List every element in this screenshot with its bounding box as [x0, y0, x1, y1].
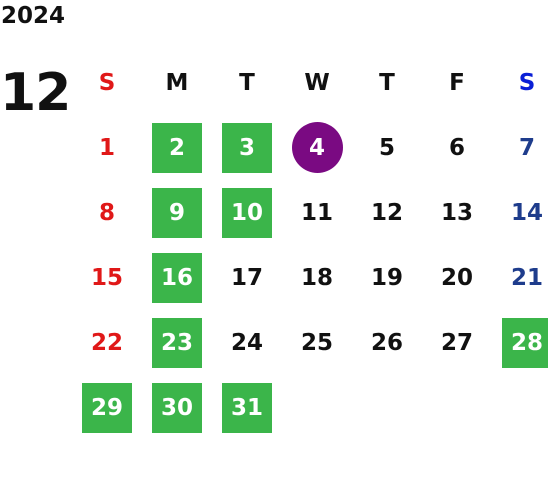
- highlight-marker: [152, 382, 202, 433]
- day-number: 22: [90, 329, 123, 356]
- weekday-header-thursday: T: [379, 69, 395, 96]
- highlight-marker: [502, 317, 548, 368]
- day-cell-3[interactable]: 3: [212, 115, 282, 180]
- day-cell-15[interactable]: 15: [72, 245, 142, 310]
- day-number: 11: [300, 199, 333, 226]
- highlight-marker: [152, 252, 202, 303]
- highlight-marker: [82, 382, 132, 433]
- day-number: 6: [448, 134, 465, 161]
- day-number: 2: [168, 134, 185, 161]
- day-cell-6[interactable]: 6: [422, 115, 492, 180]
- day-number: 9: [168, 199, 185, 226]
- weekday-header-saturday: S: [518, 69, 536, 96]
- day-number: 17: [230, 264, 263, 291]
- highlight-marker: [222, 187, 272, 238]
- day-number: 23: [160, 329, 193, 356]
- day-cell-7[interactable]: 7: [492, 115, 548, 180]
- day-cell-30[interactable]: 30: [142, 375, 212, 440]
- day-number: 27: [440, 329, 473, 356]
- day-number: 8: [98, 199, 115, 226]
- highlight-marker: [152, 317, 202, 368]
- day-cell-26[interactable]: 26: [352, 310, 422, 375]
- day-cell-11[interactable]: 11: [282, 180, 352, 245]
- day-cell-29[interactable]: 29: [72, 375, 142, 440]
- day-cell-2[interactable]: 2: [142, 115, 212, 180]
- day-number: 30: [160, 394, 193, 421]
- day-number: 15: [90, 264, 123, 291]
- day-cell-24[interactable]: 24: [212, 310, 282, 375]
- day-cell-9[interactable]: 9: [142, 180, 212, 245]
- day-number: 13: [440, 199, 473, 226]
- day-cell-1[interactable]: 1: [72, 115, 142, 180]
- day-cell-13[interactable]: 13: [422, 180, 492, 245]
- day-cell-5[interactable]: 5: [352, 115, 422, 180]
- day-cell-21[interactable]: 21: [492, 245, 548, 310]
- day-cell-12[interactable]: 12: [352, 180, 422, 245]
- day-cell-27[interactable]: 27: [422, 310, 492, 375]
- day-number: 7: [518, 134, 535, 161]
- weekday-header-monday: M: [165, 69, 189, 96]
- day-cell-10[interactable]: 10: [212, 180, 282, 245]
- day-number: 16: [160, 264, 193, 291]
- day-number: 25: [300, 329, 333, 356]
- day-number: 5: [378, 134, 395, 161]
- day-number: 4: [308, 134, 325, 161]
- weekday-header-wednesday: W: [304, 69, 330, 96]
- day-cell-19[interactable]: 19: [352, 245, 422, 310]
- day-number: 26: [370, 329, 403, 356]
- day-cell-8[interactable]: 8: [72, 180, 142, 245]
- day-cell-4[interactable]: 4: [282, 115, 352, 180]
- day-number: 3: [238, 134, 255, 161]
- day-cell-25[interactable]: 25: [282, 310, 352, 375]
- highlight-marker: [152, 122, 202, 173]
- day-cell-20[interactable]: 20: [422, 245, 492, 310]
- day-number: 1: [98, 134, 115, 161]
- day-number: 18: [300, 264, 333, 291]
- day-number: 19: [370, 264, 403, 291]
- day-cell-17[interactable]: 17: [212, 245, 282, 310]
- day-number: 28: [510, 329, 543, 356]
- weekday-header-friday: F: [449, 69, 465, 96]
- highlight-marker: [222, 382, 272, 433]
- weekday-header-sunday: S: [98, 69, 116, 96]
- day-number: 14: [510, 199, 543, 226]
- day-number: 10: [230, 199, 263, 226]
- today-marker: [291, 122, 343, 173]
- day-number: 21: [510, 264, 543, 291]
- highlight-marker: [152, 187, 202, 238]
- month-label: 12: [0, 63, 71, 123]
- highlight-marker: [222, 122, 272, 173]
- day-number: 31: [230, 394, 263, 421]
- day-number: 12: [370, 199, 403, 226]
- day-cell-23[interactable]: 23: [142, 310, 212, 375]
- weekday-header-tuesday: T: [239, 69, 255, 96]
- day-cell-31[interactable]: 31: [212, 375, 282, 440]
- day-cell-14[interactable]: 14: [492, 180, 548, 245]
- day-number: 29: [90, 394, 123, 421]
- day-cell-16[interactable]: 16: [142, 245, 212, 310]
- day-cell-22[interactable]: 22: [72, 310, 142, 375]
- day-number: 24: [230, 329, 263, 356]
- day-number: 20: [440, 264, 473, 291]
- day-cell-18[interactable]: 18: [282, 245, 352, 310]
- day-cell-28[interactable]: 28: [492, 310, 548, 375]
- year-label: 2024: [1, 3, 66, 29]
